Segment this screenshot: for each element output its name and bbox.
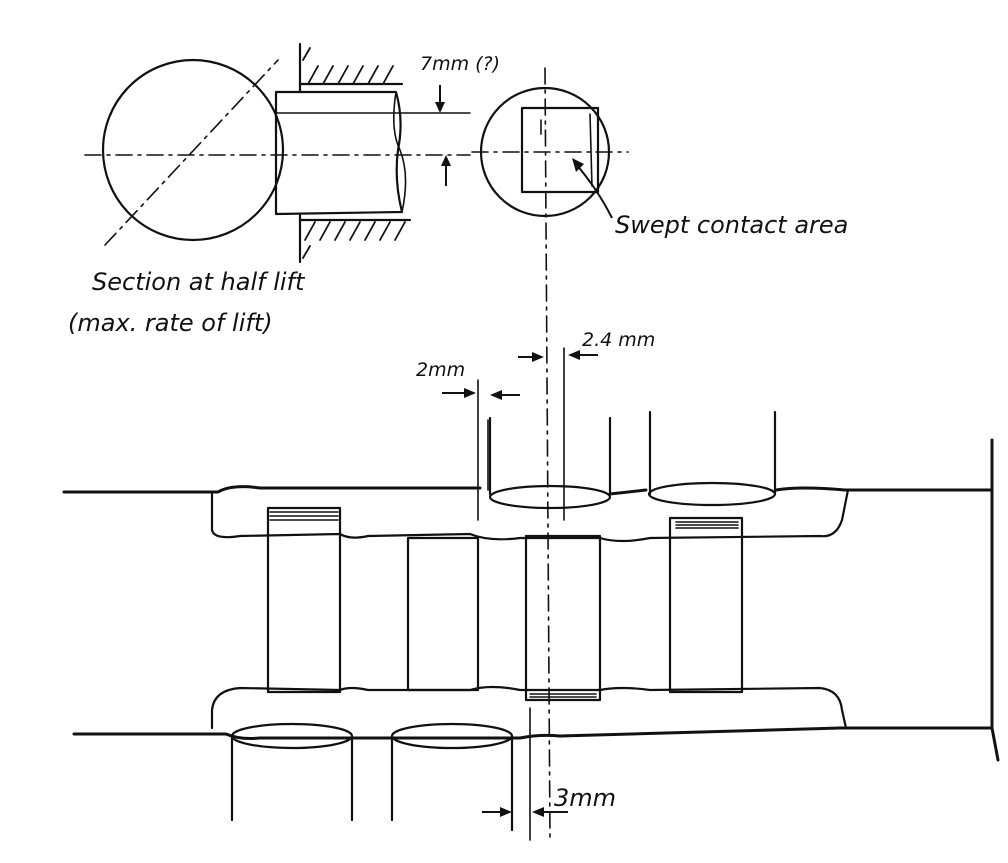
cam-section: 7mm (?) [84, 42, 500, 264]
upper-channel [210, 488, 850, 543]
lower-assembly [62, 410, 1000, 832]
label-section-line2: (max. rate of lift) [68, 309, 273, 337]
cam-diagonal-centerline [104, 59, 279, 246]
top-follower-1 [488, 416, 612, 496]
roller-2 [406, 536, 480, 692]
bottom-follower-1 [230, 722, 354, 822]
label-dim-2-4mm: 2.4 mm [582, 329, 655, 351]
label-gap-top: 7mm (?) [420, 53, 500, 75]
upper-wall-hatching [302, 47, 394, 85]
label-dim-2mm: 2mm [416, 359, 465, 381]
lower-channel [210, 685, 848, 730]
label-dim-3mm: 3mm [554, 784, 616, 812]
cam-lobe [101, 58, 285, 242]
housing-top-line-right [608, 486, 994, 496]
follower-body [274, 90, 404, 216]
roller-3 [524, 534, 602, 702]
housing-top-line [62, 485, 482, 494]
bottom-follower-2 [390, 722, 514, 832]
contact-view: Swept contact area [471, 86, 848, 239]
dim-2mm: 2mm [416, 359, 520, 521]
housing-right-tail [990, 726, 1000, 762]
swept-area-leader [575, 163, 613, 219]
dim-3mm: 3mm [482, 707, 616, 841]
housing-bottom-line [72, 726, 994, 740]
top-follower-1-face [488, 484, 612, 510]
contact-rectangle [520, 106, 600, 194]
top-follower-2 [648, 410, 777, 496]
roller-1 [266, 506, 342, 694]
label-section-line1: Section at half lift [92, 268, 306, 296]
contact-right-edge [589, 113, 593, 187]
roller-4 [668, 516, 744, 694]
lower-wall-hatching [302, 221, 406, 259]
dim-2-4mm: 2.4 mm [518, 329, 655, 521]
vertical-dashed-centerline [544, 67, 551, 839]
label-swept-contact-area: Swept contact area [615, 211, 848, 239]
top-follower-2-face [647, 481, 777, 507]
